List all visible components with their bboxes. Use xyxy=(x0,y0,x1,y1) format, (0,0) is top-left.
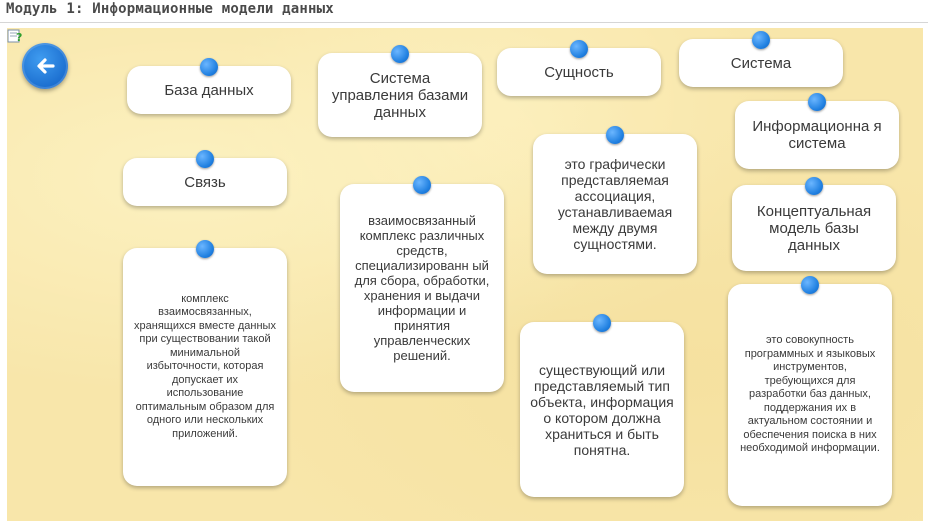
term-label: Система xyxy=(730,54,792,72)
term-card-conceptual-model[interactable]: Концептуальная модель базы данных xyxy=(732,177,896,271)
module-header: Модуль 1: Информационные модели данных xyxy=(0,0,928,23)
definition-card-relation[interactable]: это графически представляемая ассоциация… xyxy=(533,126,697,274)
svg-text:?: ? xyxy=(16,31,22,44)
pushpin-icon xyxy=(808,93,826,111)
definition-text: это совокупность программных и языковых … xyxy=(740,334,880,455)
pushpin-icon xyxy=(801,276,819,294)
pushpin-icon xyxy=(413,176,431,194)
pushpin-icon xyxy=(752,31,770,49)
term-card-database[interactable]: База данных xyxy=(127,58,291,114)
pushpin-icon xyxy=(391,45,409,63)
definition-card-info-system[interactable]: взаимосвязанный комплекс различных средс… xyxy=(340,176,504,392)
definition-card-entity[interactable]: существующий или представляемый тип объе… xyxy=(520,314,684,497)
definition-text: комплекс взаимосвязанных, хранящихся вме… xyxy=(134,292,276,440)
term-label: Информационна я система xyxy=(752,118,882,152)
term-label: Связь xyxy=(184,173,226,191)
pushpin-icon xyxy=(196,150,214,168)
pushpin-icon xyxy=(606,126,624,144)
term-label: Система управления базами данных xyxy=(331,69,469,121)
definition-card-database[interactable]: комплекс взаимосвязанных, хранящихся вме… xyxy=(123,240,287,486)
back-button[interactable] xyxy=(22,43,68,89)
pushpin-icon xyxy=(200,58,218,76)
help-icon[interactable]: ? xyxy=(7,28,23,44)
term-card-entity[interactable]: Сущность xyxy=(497,40,661,96)
matching-board: ? База данных Система управления базами … xyxy=(7,28,923,521)
pushpin-icon xyxy=(593,314,611,332)
definition-text: существующий или представляемый тип объе… xyxy=(530,361,674,458)
pushpin-icon xyxy=(805,177,823,195)
term-card-system[interactable]: Система xyxy=(679,31,843,87)
pushpin-icon xyxy=(196,240,214,258)
pushpin-icon xyxy=(570,40,588,58)
term-label: База данных xyxy=(164,81,254,99)
definition-card-dbms[interactable]: это совокупность программных и языковых … xyxy=(728,276,892,506)
arrow-left-icon xyxy=(37,58,55,74)
definition-text: это графически представляемая ассоциация… xyxy=(557,156,673,252)
term-card-dbms[interactable]: Система управления базами данных xyxy=(318,45,482,137)
definition-text: взаимосвязанный комплекс различных средс… xyxy=(354,213,490,363)
module-title: Модуль 1: Информационные модели данных xyxy=(6,1,334,17)
term-card-relation[interactable]: Связь xyxy=(123,150,287,206)
term-label: Сущность xyxy=(544,63,614,81)
term-label: Концептуальная модель базы данных xyxy=(756,202,872,254)
term-card-info-system[interactable]: Информационна я система xyxy=(735,93,899,169)
